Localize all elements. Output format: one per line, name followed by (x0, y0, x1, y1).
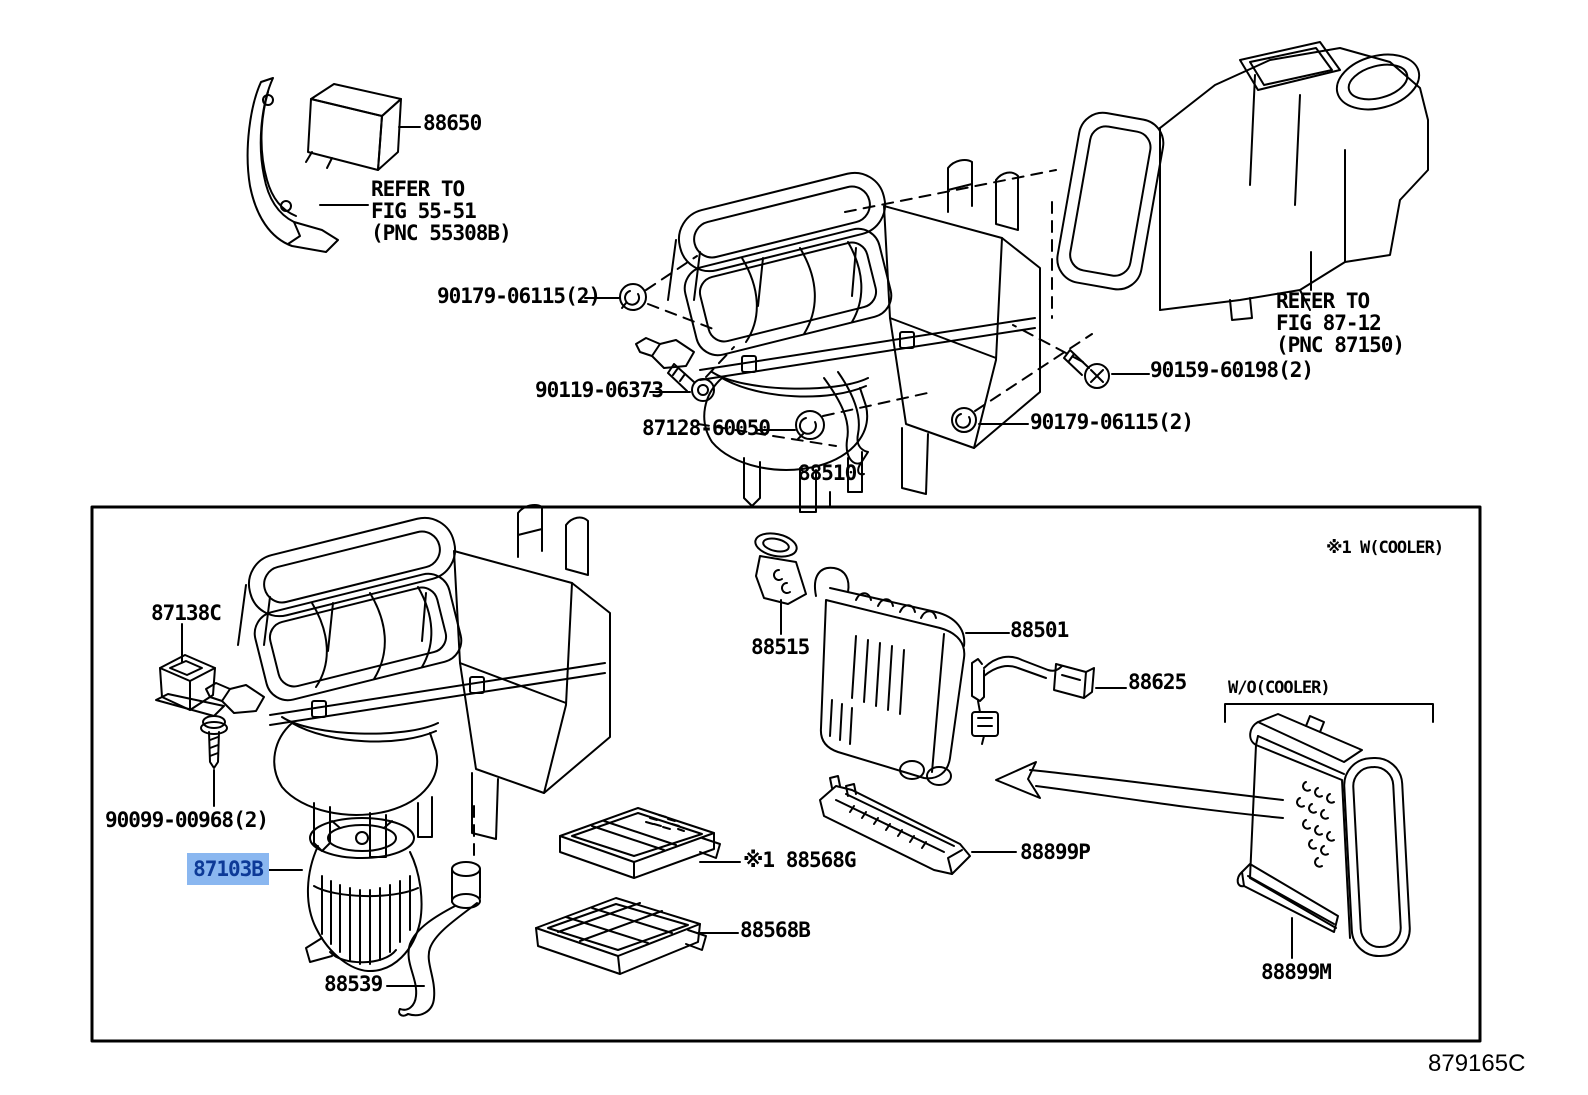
refer-note-fig-87-12: REFER TO FIG 87-12 (PNC 87150) (1276, 289, 1405, 357)
part-label-90099-00968[interactable]: 90099-00968(2) (105, 808, 269, 832)
part-label-88539[interactable]: 88539 (324, 972, 383, 996)
refer-note-fig-55-51: REFER TO FIG 55-51 (PNC 55308B) (371, 177, 512, 245)
part-label-88625[interactable]: 88625 (1128, 670, 1187, 694)
figure-code: 879165C (1428, 1050, 1526, 1077)
drain-guide-88899P-drawing (819, 775, 1017, 875)
part-label-87103B-highlighted[interactable]: 87103B (187, 853, 269, 885)
exploded-dashed-lines (473, 169, 1093, 861)
part-label-87138C[interactable]: 87138C (151, 601, 222, 625)
part-label-90179-06115-left[interactable]: 90179-06115(2) (437, 284, 601, 308)
part-label-87128-60050[interactable]: 87128-60050 (642, 416, 771, 440)
part-label-90179-06115-right[interactable]: 90179-06115(2) (1030, 410, 1194, 434)
hose-88539-drawing (386, 861, 481, 1017)
part-label-88515[interactable]: 88515 (751, 635, 810, 659)
part-label-88501[interactable]: 88501 (1010, 618, 1069, 642)
blower-unit-in-box-drawing (205, 504, 611, 858)
nut-90179-right-drawing (951, 407, 1029, 433)
nut-90179-left-drawing (584, 283, 647, 311)
part-label-88899P[interactable]: 88899P (1020, 840, 1091, 864)
variant-note-wo-cooler: W/O(COOLER) (1228, 678, 1331, 698)
screw-90099-drawing (200, 715, 228, 807)
part-label-88899M[interactable]: 88899M (1261, 960, 1332, 984)
direction-arrow (995, 761, 1284, 819)
heater-blower-assembly-88510-drawing (635, 159, 1041, 513)
part-label-87103B-text: 87103B (193, 857, 264, 881)
heater-core-88899M-drawing (1236, 713, 1411, 959)
grommet-87128-drawing (756, 410, 825, 440)
screw-90119-drawing (649, 363, 715, 402)
part-label-90159-60198[interactable]: 90159-60198(2) (1150, 358, 1314, 382)
heater-unit-87150-drawing (1056, 41, 1429, 321)
part-label-88568B[interactable]: 88568B (740, 918, 811, 942)
variant-note-w-cooler: ※1 W(COOLER) (1326, 538, 1444, 558)
wo-cooler-bracket (1224, 703, 1434, 723)
variant-box-frame (90, 505, 1482, 1043)
expansion-valve-88515-drawing (754, 532, 807, 635)
evaporator-88501-drawing (814, 566, 1010, 786)
part-label-88510[interactable]: 88510 (798, 461, 857, 485)
filter-case-88568G-drawing (559, 807, 741, 879)
part-87138C-drawing (155, 623, 225, 717)
bracket-55308B-drawing (246, 77, 339, 253)
part-label-88650[interactable]: 88650 (423, 111, 482, 135)
part-label-88568G[interactable]: ※1 88568G (743, 848, 857, 872)
part-88650-drawing (305, 83, 421, 206)
part-label-90119-06373[interactable]: 90119-06373 (535, 378, 664, 402)
filter-88568B-drawing (535, 897, 739, 975)
screw-90159-drawing (1063, 349, 1150, 389)
blower-motor-87103B-drawing (268, 817, 423, 973)
thermistor-88625-drawing (971, 655, 1127, 745)
